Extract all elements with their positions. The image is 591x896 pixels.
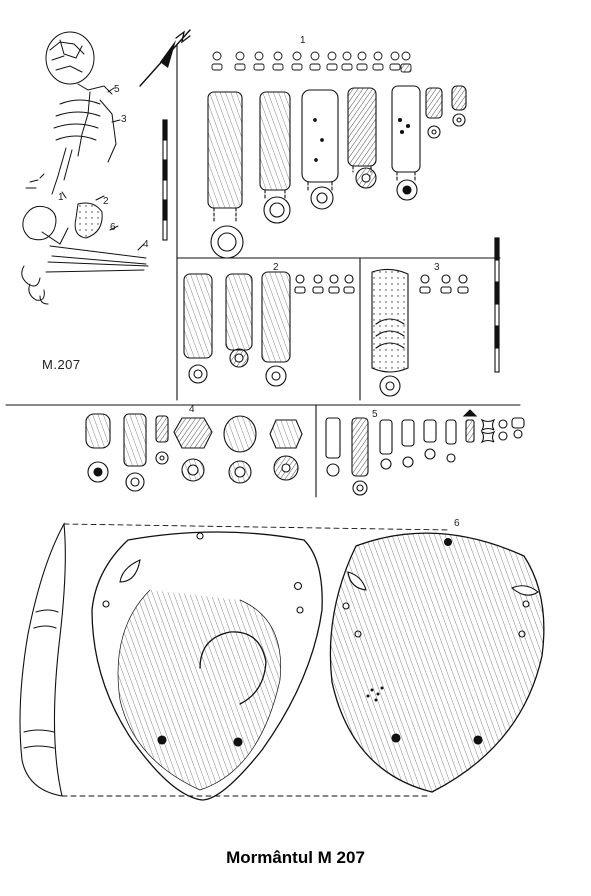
skeleton-drawing xyxy=(21,31,149,305)
bead-group-1 xyxy=(207,51,467,259)
scale-bar xyxy=(494,237,500,373)
group-label-2: 2 xyxy=(273,262,279,273)
skeleton-label-2: 2 xyxy=(103,196,109,207)
group-label-5: 5 xyxy=(372,409,378,420)
bead-group-4 xyxy=(85,413,303,492)
skeleton-label-3: 3 xyxy=(121,114,127,125)
plaque-front-drawing xyxy=(91,531,323,801)
group-label-3: 3 xyxy=(434,262,440,273)
skeleton-label-5: 5 xyxy=(114,84,120,95)
plaque-back-drawing xyxy=(329,532,545,793)
grave-id-label: M.207 xyxy=(42,357,81,372)
group-label-1: 1 xyxy=(300,35,306,46)
bead-group-3 xyxy=(371,268,469,397)
skeleton-label-6: 6 xyxy=(110,222,116,233)
north-arrow-icon xyxy=(139,29,191,87)
group-label-6: 6 xyxy=(454,518,460,529)
scale-bar xyxy=(162,119,168,241)
bead-group-2 xyxy=(183,271,355,387)
skeleton-label-4: 4 xyxy=(143,239,149,250)
tusk-pendant-drawing xyxy=(19,522,66,797)
group-label-4: 4 xyxy=(189,404,195,415)
skeleton-label-1: 1 xyxy=(58,192,64,203)
plate-caption: Mormântul M 207 xyxy=(226,848,365,867)
bead-group-5 xyxy=(325,409,525,496)
small-bead-row xyxy=(211,51,412,73)
